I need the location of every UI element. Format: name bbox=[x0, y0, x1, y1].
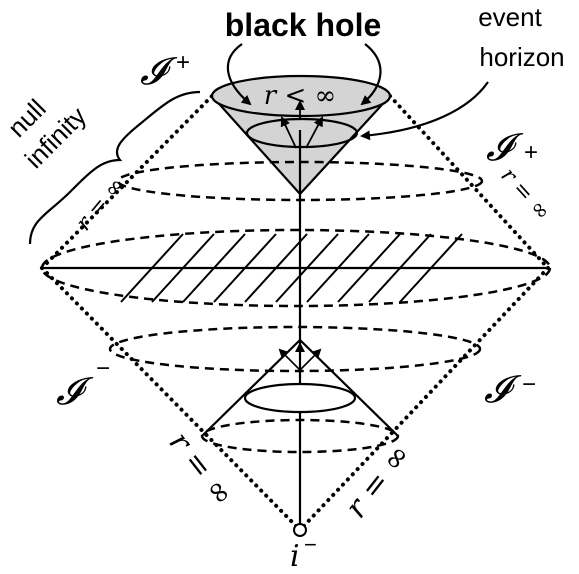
hatch-line bbox=[213, 233, 277, 303]
scri-plus-right-sup: + bbox=[524, 139, 538, 166]
scri-plus-right-label: 𝓘 bbox=[486, 125, 524, 169]
scri-minus-left-label: 𝓘 bbox=[56, 369, 94, 413]
lower-light-cone bbox=[201, 339, 399, 437]
null-infinity-brace bbox=[28, 90, 201, 245]
cauchy-slice-ellipse bbox=[40, 228, 552, 308]
hatch-line bbox=[151, 233, 215, 303]
event-horizon-label-line2: horizon bbox=[479, 42, 564, 72]
scri-minus-left-edge bbox=[40, 266, 302, 532]
cone-arrow-right bbox=[299, 348, 322, 371]
scri-plus-left-sup: + bbox=[176, 49, 190, 76]
horizon-arrow-2 bbox=[305, 116, 323, 149]
scri-minus-right-label: 𝓘 bbox=[484, 367, 522, 411]
hatch-line bbox=[306, 233, 370, 303]
hatch-line bbox=[182, 233, 246, 303]
black-hole-label: black hole bbox=[225, 7, 382, 43]
r-infinite-top-right-label: r = ∞ bbox=[496, 163, 556, 225]
scri-minus-right-sup: − bbox=[522, 371, 536, 398]
event-horizon-arrow bbox=[360, 81, 489, 141]
hatch-line bbox=[275, 233, 339, 303]
lower-slice bbox=[108, 325, 482, 373]
r-infinite-bottom-left-label: r = ∞ bbox=[162, 425, 241, 512]
event-horizon-label-line1: event bbox=[478, 2, 542, 32]
hatch-line bbox=[399, 233, 463, 303]
event-horizon-ellipse bbox=[245, 117, 359, 149]
null-infinity-label: null infinity bbox=[2, 93, 92, 174]
i-minus-sup: − bbox=[304, 532, 317, 557]
cauchy-surface bbox=[40, 228, 552, 308]
scri-plus-left-edge bbox=[40, 94, 214, 270]
past-timelike-infinity-point bbox=[293, 523, 307, 537]
r-finite-label: r < ∞ bbox=[264, 81, 336, 111]
hatch-line bbox=[337, 233, 401, 303]
scri-minus-left-sup: − bbox=[96, 355, 110, 382]
hatch-line bbox=[244, 233, 308, 303]
black-hole-arrow-right bbox=[360, 43, 382, 106]
hatching bbox=[120, 233, 463, 303]
horizon-arrow-1 bbox=[280, 116, 297, 149]
black-hole-arrow-left bbox=[226, 43, 252, 106]
scri-plus-left-label: 𝓘 bbox=[140, 49, 178, 93]
null-infinity-boundary bbox=[40, 94, 550, 532]
i-minus-label: i bbox=[290, 539, 300, 574]
cone-inner-ellipse bbox=[243, 382, 357, 414]
cone-arrow-left bbox=[278, 348, 301, 371]
hatch-line bbox=[368, 233, 432, 303]
hatch-line bbox=[120, 233, 184, 303]
